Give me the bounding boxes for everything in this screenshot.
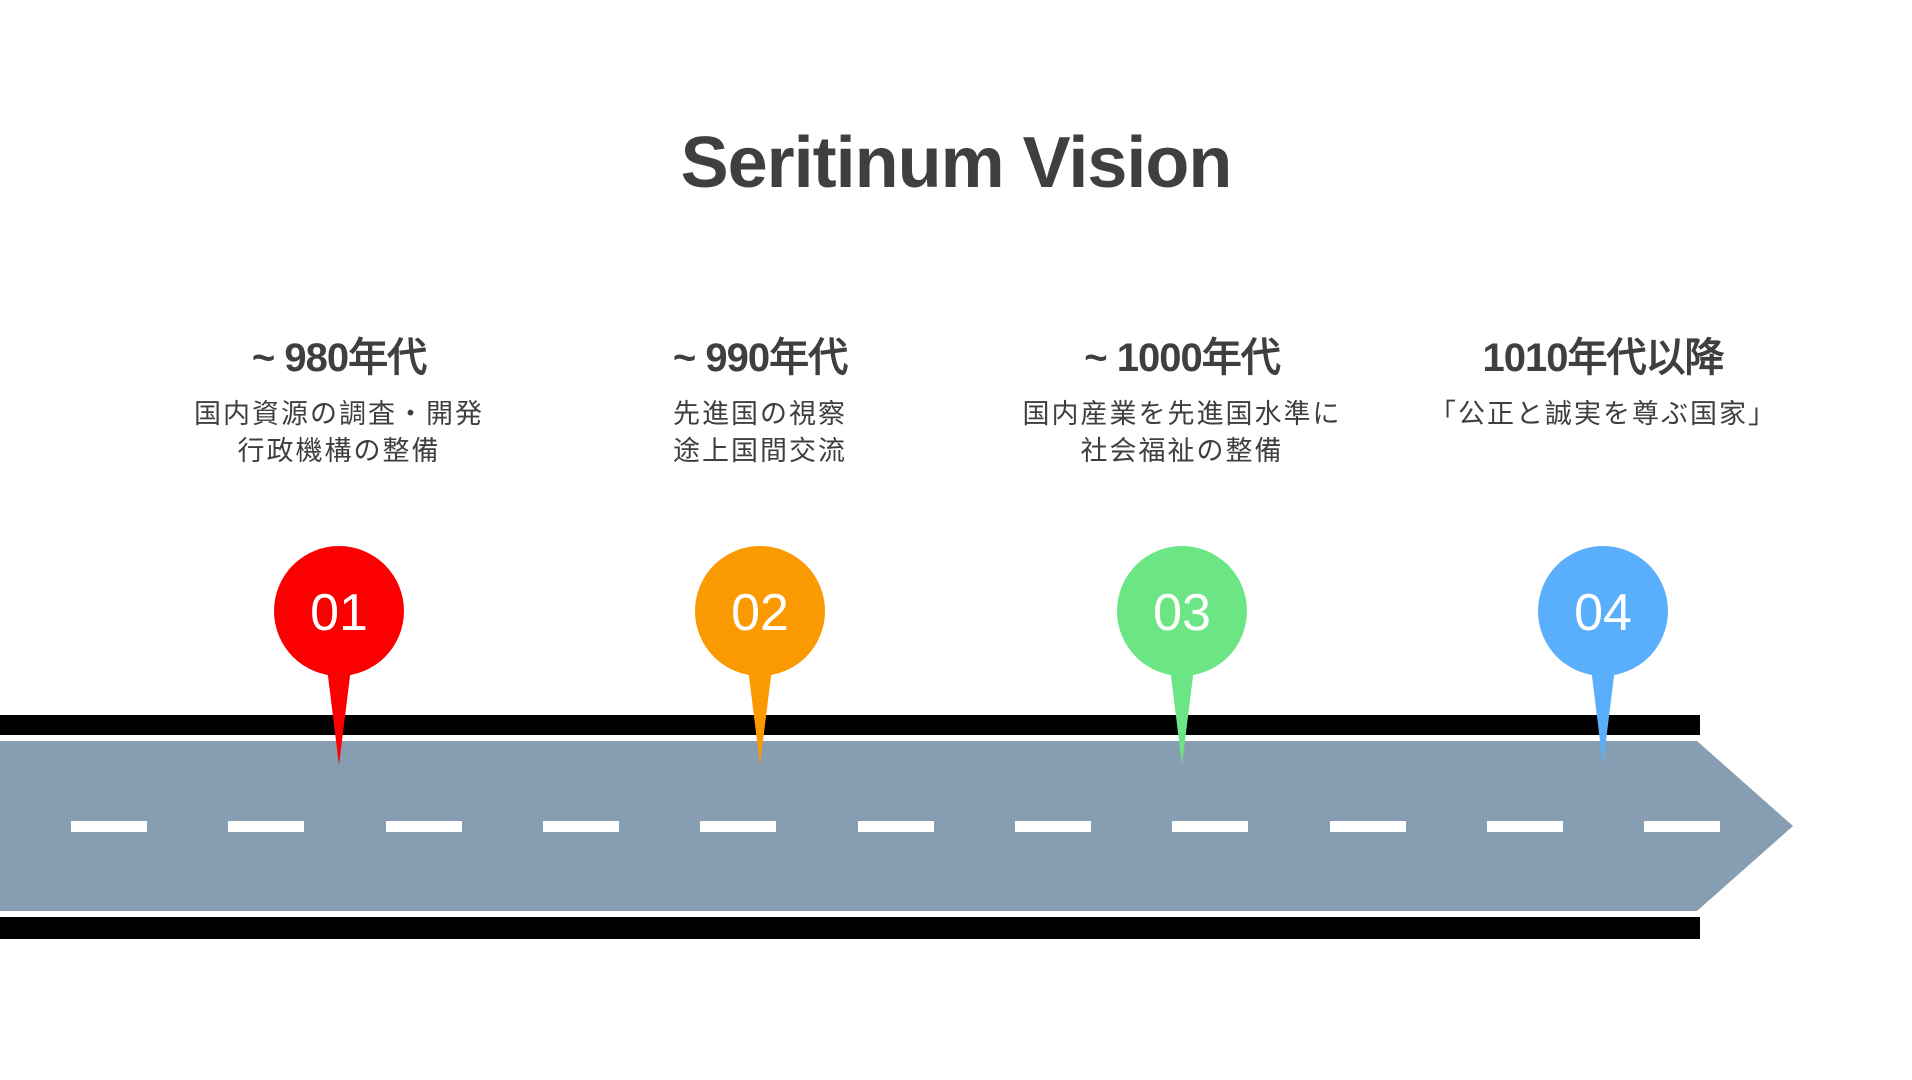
milestone-4: 1010年代以降 「公正と誠実を尊ぶ国家」 — [1393, 330, 1813, 433]
milestone-period: ~ 1000年代 — [1084, 336, 1280, 380]
milestone-description: 国内産業を先進国水準に 社会福祉の整備 — [972, 396, 1392, 470]
pin-02: 02 — [695, 546, 825, 765]
road-dash — [700, 821, 776, 832]
pin-stem — [1170, 668, 1194, 765]
road-dash — [1330, 821, 1406, 832]
pin-circle — [695, 546, 825, 676]
pin-circle — [274, 546, 404, 676]
road-dash — [1644, 821, 1720, 832]
pin-04: 04 — [1538, 546, 1668, 765]
milestone-description: 国内資源の調査・開発 行政機構の整備 — [129, 396, 549, 470]
road-dash — [1172, 821, 1248, 832]
pin-circle — [1538, 546, 1668, 676]
milestone-description: 「公正と誠実を尊ぶ国家」 — [1393, 396, 1813, 433]
milestone-desc-line: 「公正と誠実を尊ぶ国家」 — [1429, 399, 1777, 430]
road-center-dashes — [71, 821, 1720, 832]
road-dash — [858, 821, 934, 832]
pin-number: 01 — [310, 584, 368, 642]
milestone-2: ~ 990年代 先進国の視察 途上国間交流 — [550, 330, 970, 470]
road-dash — [1015, 821, 1091, 832]
milestone-period: 1010年代以降 — [1482, 336, 1725, 380]
road-dash — [228, 821, 304, 832]
road-edge-top — [0, 715, 1700, 735]
road-dash — [71, 821, 147, 832]
milestone-desc-line: 先進国の視察 — [673, 399, 847, 430]
milestone-3: ~ 1000年代 国内産業を先進国水準に 社会福祉の整備 — [972, 330, 1392, 470]
road-dash — [543, 821, 619, 832]
milestone-desc-line: 社会福祉の整備 — [1080, 436, 1284, 467]
pin-stem — [1591, 668, 1615, 765]
milestone-desc-line: 国内産業を先進国水準に — [1022, 399, 1342, 430]
milestone-desc-line: 行政機構の整備 — [237, 436, 441, 467]
pin-stem — [327, 668, 351, 765]
road-edge-bottom — [0, 917, 1700, 939]
pin-stem — [748, 668, 772, 765]
pin-01: 01 — [274, 546, 404, 765]
milestone-description: 先進国の視察 途上国間交流 — [550, 396, 970, 470]
road-dash — [386, 821, 462, 832]
milestone-desc-line: 国内資源の調査・開発 — [194, 399, 484, 430]
milestone-1: ~ 980年代 国内資源の調査・開発 行政機構の整備 — [129, 330, 549, 470]
pin-circle — [1117, 546, 1247, 676]
pin-number: 03 — [1153, 584, 1211, 642]
pin-number: 02 — [731, 584, 789, 642]
pin-03: 03 — [1117, 546, 1247, 765]
milestone-period: ~ 980年代 — [251, 336, 427, 380]
milestone-desc-line: 途上国間交流 — [673, 436, 847, 467]
page-title: Seritinum Vision — [680, 123, 1233, 203]
pin-number: 04 — [1574, 584, 1632, 642]
milestone-period: ~ 990年代 — [672, 336, 848, 380]
road-dash — [1487, 821, 1563, 832]
